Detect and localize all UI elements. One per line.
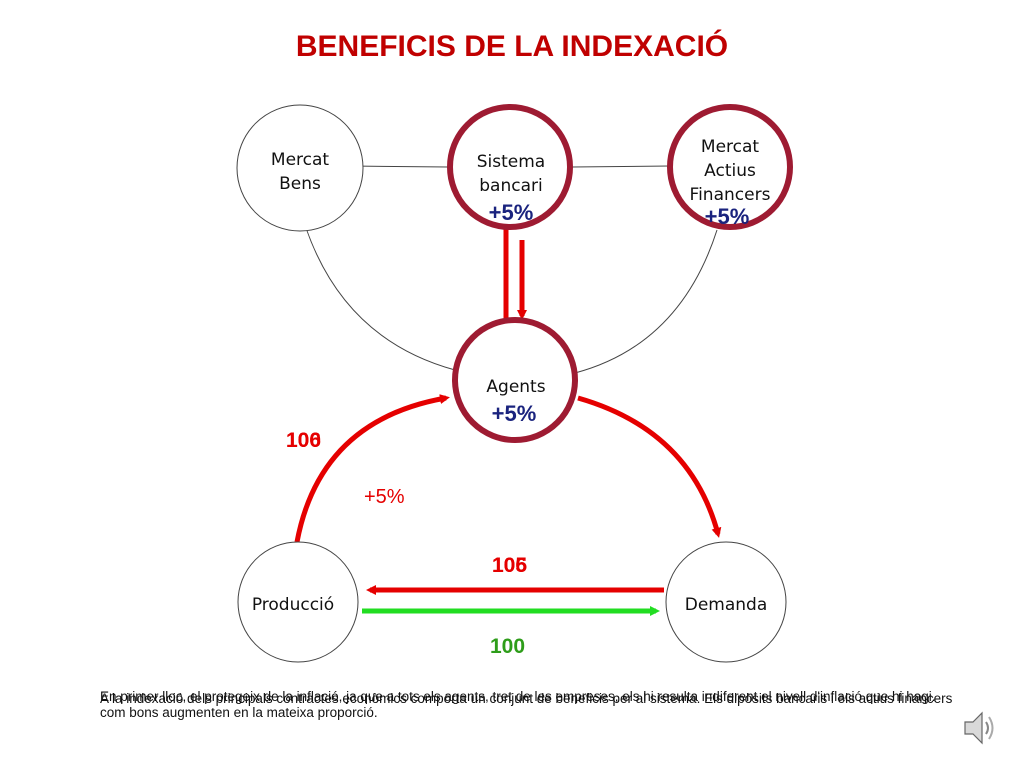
- flow-left-value-a: 106: [286, 429, 321, 452]
- label-mercat-actius-3: Financers: [690, 185, 771, 205]
- node-demanda: [665, 541, 787, 663]
- flow-middle-value-a: 106: [492, 554, 527, 577]
- label-agents: Agents: [486, 377, 545, 397]
- label-mercat-bens-2: Bens: [279, 174, 321, 194]
- connector-bens-bancari: [349, 165, 449, 168]
- caption-line-2: A la indexació dels principals contracte…: [100, 691, 953, 720]
- flow-bottom-value: 100: [490, 635, 525, 658]
- pct-sistema-bancari: +5%: [489, 200, 534, 225]
- node-mercat-bens: [236, 104, 364, 232]
- label-demanda: Demanda: [685, 595, 768, 615]
- pct-agents: +5%: [492, 401, 537, 426]
- connector-bens-agents: [305, 227, 456, 371]
- node-produccio: [237, 541, 359, 663]
- label-sistema-bancari-2: bancari: [479, 176, 542, 196]
- label-produccio: Producció: [252, 595, 334, 615]
- flow-middle-value-b: 105: [492, 554, 527, 577]
- node-agents: [452, 317, 578, 443]
- node-mercat-actius: [667, 104, 793, 230]
- label-sistema-bancari-1: Sistema: [477, 152, 545, 172]
- pct-mercat-actius: +5%: [705, 204, 750, 229]
- label-mercat-actius-1: Mercat: [701, 137, 760, 157]
- label-mercat-bens-1: Mercat: [271, 150, 330, 170]
- connector-bancari-actius: [571, 165, 671, 168]
- flow-left-value-b: 100: [286, 429, 321, 452]
- flow-left-pct: +5%: [364, 486, 405, 508]
- label-mercat-actius-2: Actius: [704, 161, 756, 181]
- node-sistema-bancari: [447, 104, 573, 230]
- arrow-produccio-to-agents: [294, 394, 450, 543]
- connector-actius-agents: [574, 229, 718, 374]
- caption-line-1: En primer lloc, el protegeix de la infla…: [100, 689, 936, 704]
- arrow-agents-to-demanda: [577, 395, 722, 538]
- speaker-icon[interactable]: [962, 708, 996, 753]
- page-title: BENEFICIS DE LA INDEXACIÓ: [295, 30, 729, 63]
